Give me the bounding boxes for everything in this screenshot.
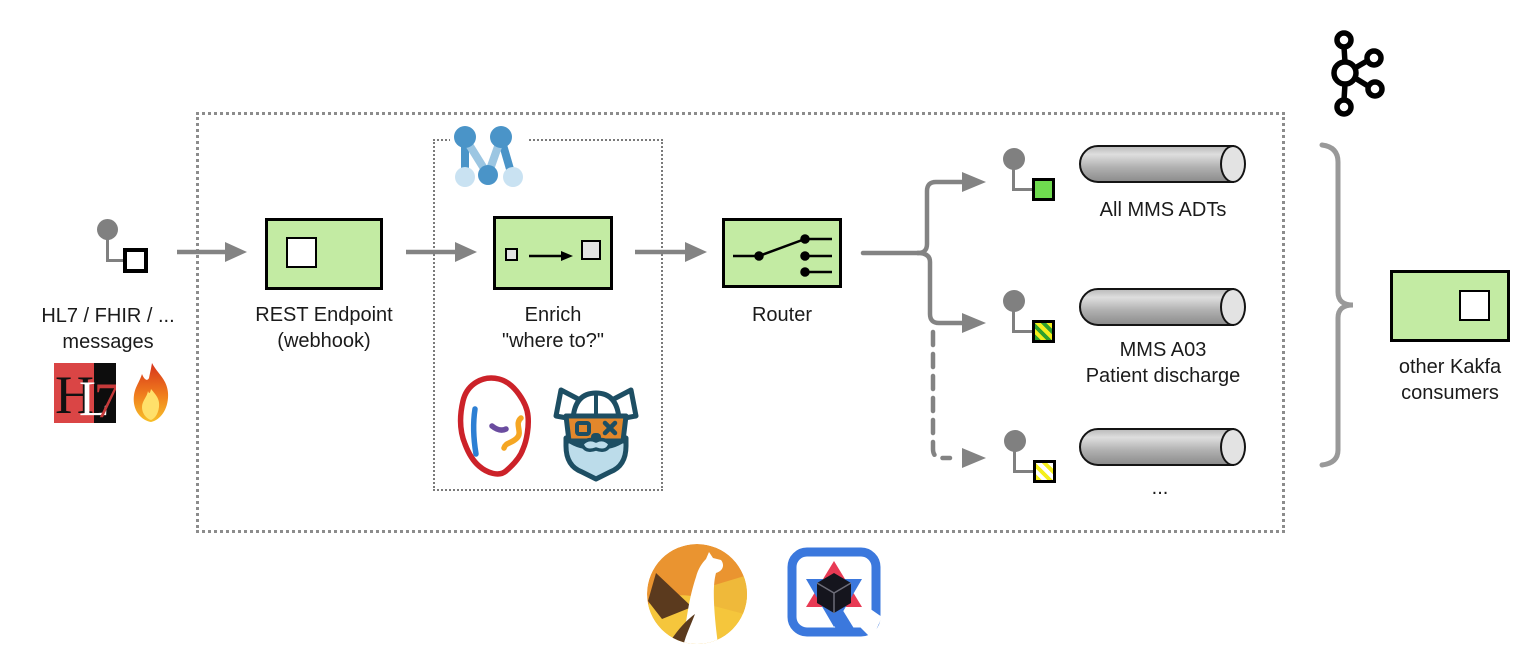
source-endpoint-dot	[97, 219, 118, 240]
apache-kafka-icon	[1331, 30, 1385, 117]
arrow-source-to-rest	[177, 242, 247, 262]
consumer-square	[1459, 290, 1490, 321]
rest-endpoint-label: REST Endpoint (webhook)	[244, 302, 404, 354]
kogito-head-logo-icon	[457, 375, 531, 477]
source-endpoint-square	[123, 248, 148, 273]
svg-text:H: H	[55, 365, 94, 423]
kafka-consumers-node	[1390, 270, 1510, 342]
kafka-consumers-label: other Kakfa consumers	[1370, 354, 1530, 406]
rest-endpoint-square	[286, 237, 317, 268]
kaoto-logo-icon	[787, 547, 882, 639]
fhir-flame-icon	[133, 363, 169, 422]
enrich-node	[493, 216, 613, 290]
label-line: consumers	[1401, 382, 1499, 404]
producer-stem	[1012, 310, 1034, 333]
producer-dot	[1003, 290, 1025, 312]
router-node	[722, 218, 842, 288]
router-switch-icon	[733, 234, 832, 277]
pipeline-dotted-boundary	[196, 112, 1285, 533]
label-line: ...	[1151, 477, 1169, 499]
apache-camel-logo-icon	[647, 544, 747, 644]
rest-endpoint-node	[265, 218, 383, 290]
topic-cylinder	[1079, 288, 1234, 326]
producer-dot	[1003, 148, 1025, 170]
producer-square-yellow-white	[1033, 460, 1056, 483]
enrich-big-square	[581, 240, 601, 260]
source-endpoint-stem	[106, 238, 126, 262]
topic-cylinder-end	[1220, 428, 1246, 466]
label-line: (webhook)	[277, 330, 371, 352]
producer-dot	[1004, 430, 1026, 452]
topic-cylinder	[1079, 428, 1234, 466]
router-fork-connectors	[860, 172, 986, 468]
label-line: All MMS ADTs	[1099, 199, 1227, 221]
enrich-small-square	[505, 248, 518, 261]
enrich-dotted-boundary	[433, 139, 663, 491]
m-network-logo-icon	[450, 124, 528, 188]
producer-square-green	[1032, 178, 1055, 201]
label-line: "where to?"	[501, 330, 605, 352]
source-label: HL7 / FHIR / ... messages	[18, 303, 198, 355]
label-line: Enrich	[524, 304, 582, 326]
arrow-enrich-to-router	[635, 242, 707, 262]
topic-label-other: ...	[1060, 475, 1260, 501]
svg-text:L: L	[79, 370, 110, 423]
enrich-label: Enrich "where to?"	[473, 302, 633, 354]
enrich-arrow-icon	[529, 251, 573, 261]
topic-cylinder-end	[1220, 288, 1246, 326]
topic-cylinder	[1079, 145, 1234, 183]
label-line: Patient discharge	[1085, 365, 1241, 387]
label-line: MMS A03	[1119, 339, 1207, 361]
label-line: HL7 / FHIR / ...	[41, 305, 175, 327]
topic-label-all-mms-adts: All MMS ADTs	[1063, 197, 1263, 223]
producer-square-green-yellow	[1032, 320, 1055, 343]
producer-stem	[1013, 450, 1035, 473]
svg-text:7: 7	[94, 372, 116, 423]
label-line: other Kakfa	[1398, 356, 1502, 378]
microcks-viking-logo-icon	[553, 387, 639, 482]
consumers-brace	[1319, 142, 1354, 468]
hl7-logo-icon: H L 7	[54, 363, 116, 423]
router-label: Router	[702, 302, 862, 328]
producer-stem	[1012, 168, 1034, 191]
label-line: Router	[751, 304, 813, 326]
label-line: messages	[62, 331, 154, 353]
topic-cylinder-end	[1220, 145, 1246, 183]
label-line: REST Endpoint	[255, 304, 393, 326]
arrow-rest-to-enrich	[406, 242, 477, 262]
topic-label-mms-a03: MMS A03 Patient discharge	[1063, 337, 1263, 389]
